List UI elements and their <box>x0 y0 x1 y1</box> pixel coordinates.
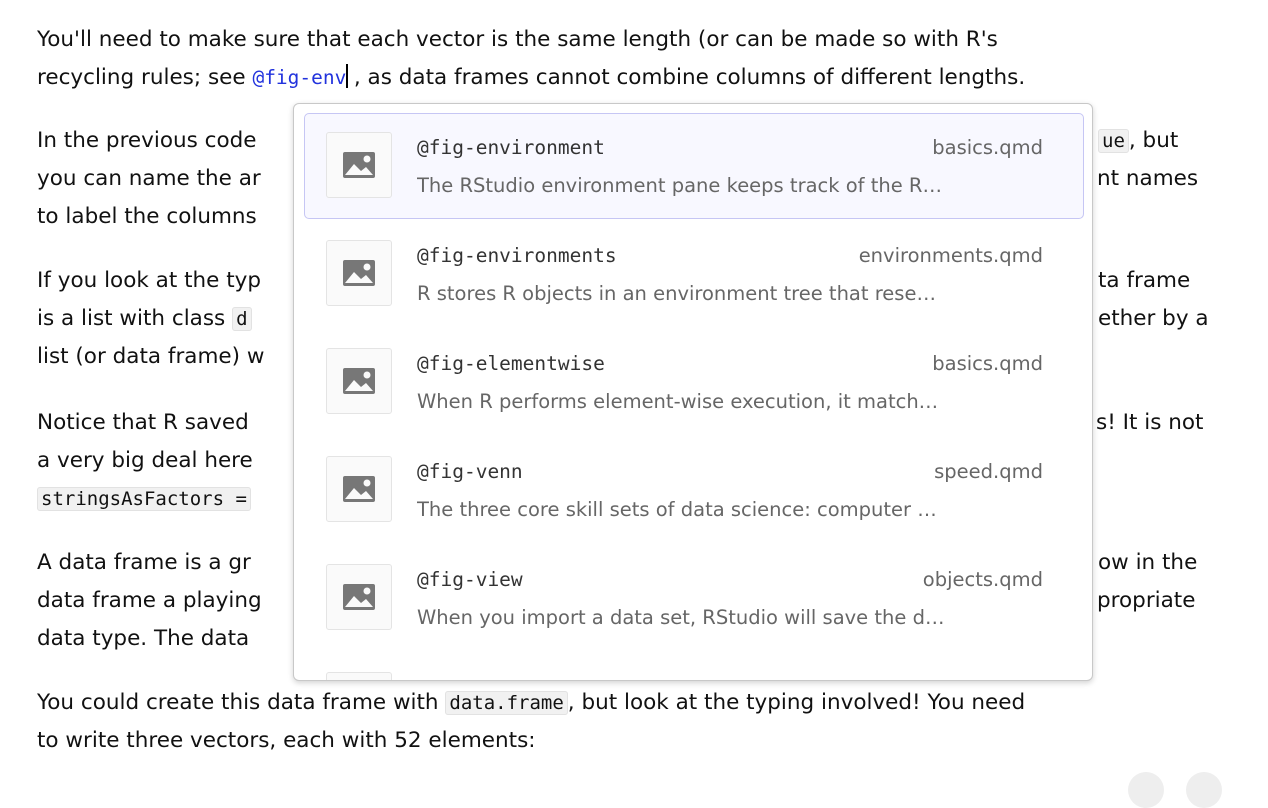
text-line: to write three vectors, each with 52 ele… <box>37 728 536 753</box>
item-description: R stores R objects in an environment tre… <box>417 282 936 305</box>
item-file: objects.qmd <box>922 568 1043 591</box>
text-line: stringsAsFactors = <box>37 484 251 514</box>
inline-code: stringsAsFactors = <box>37 487 251 511</box>
text-line: to label the columns <box>37 204 257 229</box>
image-icon <box>326 132 392 198</box>
text-cursor <box>346 64 348 88</box>
text-line: list (or data frame) w <box>37 344 265 369</box>
item-title: @fig-environments <box>417 244 617 267</box>
text-line: is a list with class d <box>37 304 252 334</box>
text: , as data frames cannot combine columns … <box>353 65 1026 90</box>
text-line: data frame a playing <box>37 588 262 613</box>
text-line: In the previous code <box>37 128 257 153</box>
image-icon <box>326 564 392 630</box>
text-line: recycling rules; see @fig-env , as data f… <box>37 63 1025 93</box>
text-line-fragment: ow in the <box>1098 550 1198 575</box>
item-file: speed.qmd <box>934 460 1043 483</box>
autocomplete-item[interactable]: @fig-environments environments.qmd R store… <box>304 221 1084 327</box>
text-line: If you look at the typ <box>37 268 262 293</box>
text-line-fragment: s! It is not <box>1096 410 1204 435</box>
item-title: @fig-elementwise <box>417 352 605 375</box>
floating-button[interactable] <box>1128 772 1164 808</box>
text: You could create this data frame with <box>37 690 446 715</box>
text-line: data type. The data <box>37 626 250 651</box>
image-icon <box>326 348 392 414</box>
inline-code: data.frame <box>445 691 568 715</box>
text-line: You could create this data frame with da… <box>37 688 1025 718</box>
image-icon <box>326 240 392 306</box>
item-description: The RStudio environment pane keeps track… <box>417 174 942 197</box>
inline-code: d <box>232 307 252 331</box>
text: recycling rules; see <box>37 65 253 90</box>
text-line: a very big deal here <box>37 448 253 473</box>
text-line-fragment: ether by a <box>1098 306 1209 331</box>
image-icon <box>326 672 392 680</box>
text-line: A data frame is a gr <box>37 550 251 575</box>
text-line: Notice that R saved <box>37 410 249 435</box>
text-line-fragment: nt names <box>1097 166 1199 191</box>
inline-code: ue <box>1098 129 1129 153</box>
text: , but <box>1128 128 1179 153</box>
cross-reference[interactable]: @fig-env <box>252 66 347 89</box>
autocomplete-item[interactable] <box>304 653 1084 680</box>
item-file: basics.qmd <box>932 352 1043 375</box>
item-description: When you import a data set, RStudio will… <box>417 606 945 629</box>
text-line-fragment: propriate <box>1097 588 1196 613</box>
item-title: @fig-view <box>417 568 523 591</box>
text-line-fragment: ta frame <box>1098 268 1191 293</box>
item-title: @fig-venn <box>417 460 523 483</box>
floating-button[interactable] <box>1186 772 1222 808</box>
item-file: environments.qmd <box>858 244 1043 267</box>
text: is a list with class <box>37 306 233 331</box>
text-line: You'll need to make sure that each vecto… <box>37 27 998 52</box>
image-icon <box>326 456 392 522</box>
text-line-fragment: ue, but <box>1098 126 1178 156</box>
item-description: The three core skill sets of data scienc… <box>417 498 937 521</box>
item-file: basics.qmd <box>932 136 1043 159</box>
text-line: you can name the ar <box>37 166 261 191</box>
item-description: When R performs element-wise execution, … <box>417 390 939 413</box>
text: , but look at the typing involved! You n… <box>567 690 1026 715</box>
item-title: @fig-environment <box>417 136 605 159</box>
